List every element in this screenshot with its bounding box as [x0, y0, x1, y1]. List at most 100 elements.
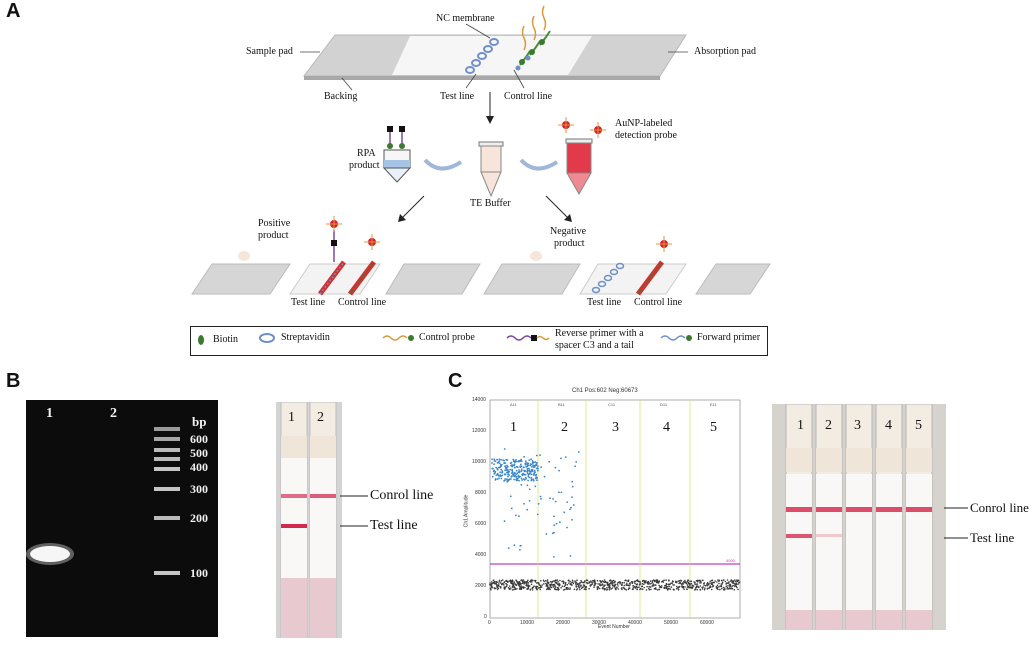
negative-droplet — [736, 580, 739, 583]
negative-droplet — [711, 583, 714, 586]
negative-droplet — [637, 580, 640, 583]
positive-droplet — [513, 478, 515, 481]
negative-droplet — [598, 584, 601, 586]
negative-droplet — [737, 588, 739, 591]
positive-droplet — [536, 513, 539, 516]
negative-droplet — [600, 584, 602, 587]
negative-droplet — [593, 586, 595, 589]
negative-droplet — [695, 579, 698, 582]
negative-droplet — [536, 588, 538, 591]
negative-droplet — [585, 579, 588, 581]
positive-droplet — [501, 470, 504, 473]
negative-droplet — [720, 585, 723, 588]
negative-droplet — [668, 580, 670, 582]
strip-photo-c: 1 2 3 4 5 — [772, 403, 946, 631]
negative-droplet — [526, 581, 529, 583]
negative-droplet — [535, 582, 538, 584]
negative-droplet — [681, 582, 684, 584]
positive-droplet — [513, 471, 516, 474]
positive-droplet — [507, 475, 509, 478]
positive-droplet — [516, 477, 519, 480]
negative-droplet — [538, 583, 540, 586]
negative-droplet — [574, 581, 576, 583]
positive-droplet — [509, 462, 512, 465]
negative-droplet — [623, 584, 626, 587]
negative-droplet — [665, 587, 668, 589]
negative-droplet — [604, 584, 606, 586]
strip-c-control-band — [876, 507, 902, 512]
negative-droplet — [500, 582, 502, 584]
negative-droplet — [728, 586, 731, 588]
negative-droplet — [666, 585, 669, 588]
positive-droplet — [518, 469, 520, 471]
negative-droplet — [716, 584, 719, 587]
negative-droplet — [499, 581, 501, 583]
negative-droplet — [527, 585, 529, 587]
positive-droplet — [526, 472, 529, 475]
negative-droplet — [684, 586, 686, 588]
negative-droplet — [737, 579, 740, 582]
negative-droplet — [542, 579, 545, 582]
legend-biotin: Biotin — [213, 334, 239, 345]
negative-droplet — [632, 588, 634, 591]
negative-droplet — [583, 581, 585, 584]
positive-droplet — [504, 469, 506, 471]
negative-droplet — [557, 589, 560, 591]
negative-droplet — [647, 581, 649, 584]
negative-droplet — [569, 588, 571, 590]
negative-droplet — [721, 581, 724, 584]
negative-droplet — [529, 580, 532, 582]
negative-droplet — [549, 580, 552, 583]
positive-droplet — [530, 477, 533, 479]
positive-droplet — [536, 479, 538, 482]
negative-droplet — [700, 582, 702, 584]
negative-droplet — [539, 588, 542, 591]
positive-droplet — [521, 479, 524, 481]
negative-droplet — [691, 584, 694, 587]
positive-droplet — [531, 468, 533, 471]
positive-droplet — [496, 458, 498, 461]
positive-droplet — [493, 458, 496, 461]
negative-droplet — [495, 587, 497, 590]
positive-droplet — [530, 458, 532, 461]
positive-droplet — [569, 555, 572, 557]
negative-droplet — [591, 583, 594, 585]
label-neg-control-line: Control line — [634, 297, 683, 308]
positive-droplet — [506, 479, 509, 482]
negative-droplet — [720, 587, 723, 590]
negative-droplet — [583, 588, 586, 590]
negative-droplet — [635, 585, 638, 588]
positive-droplet — [523, 469, 526, 472]
negative-droplet — [678, 586, 680, 588]
positive-droplet — [534, 461, 537, 464]
positive-droplet — [522, 478, 525, 480]
negative-droplet — [546, 579, 549, 581]
negative-droplet — [513, 583, 515, 585]
negative-droplet — [736, 586, 738, 589]
negative-droplet — [617, 581, 619, 584]
negative-droplet — [621, 588, 623, 591]
negative-droplet — [616, 583, 619, 585]
positive-droplet — [493, 460, 496, 462]
negative-droplet — [703, 588, 706, 591]
negative-droplet — [731, 587, 734, 590]
negative-droplet — [522, 581, 524, 583]
negative-droplet — [631, 581, 634, 583]
negative-droplet — [513, 588, 515, 591]
positive-droplet — [518, 515, 520, 518]
ytick-2000: 2000 — [475, 583, 487, 589]
positive-droplet — [558, 491, 560, 494]
positive-droplet — [553, 531, 555, 534]
positive-droplet — [511, 471, 514, 473]
positive-droplet — [506, 478, 508, 481]
positive-droplet — [491, 458, 493, 461]
negative-droplet — [505, 582, 507, 585]
negative-droplet — [558, 583, 561, 586]
well-c11: C11 — [608, 402, 616, 407]
negative-droplet — [530, 583, 533, 586]
negative-droplet — [680, 579, 682, 582]
negative-droplet — [581, 586, 584, 589]
negative-droplet — [518, 581, 521, 584]
gel-marker-500: 500 — [190, 446, 208, 460]
positive-droplet — [532, 478, 535, 481]
